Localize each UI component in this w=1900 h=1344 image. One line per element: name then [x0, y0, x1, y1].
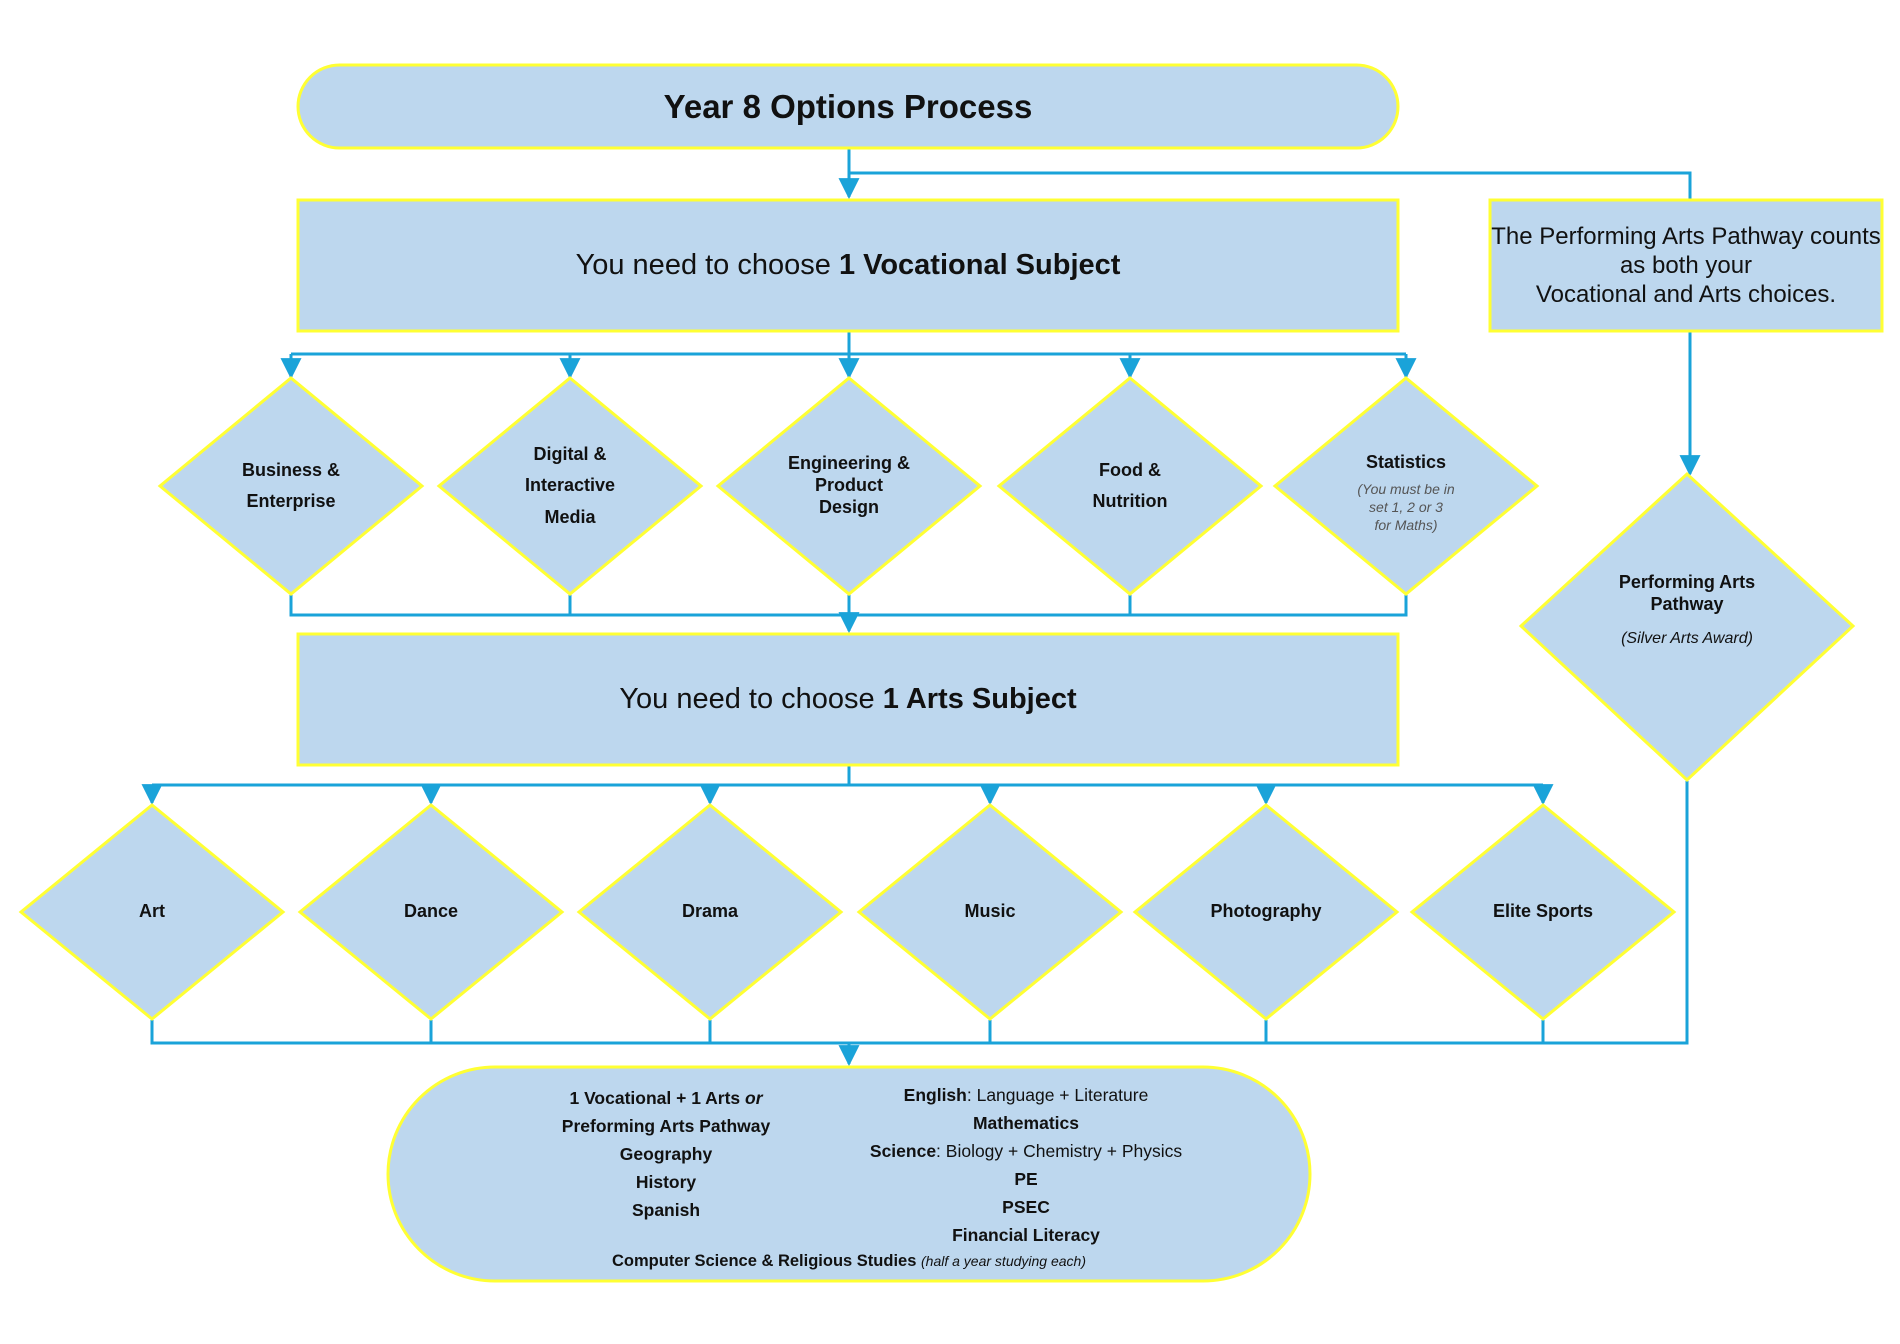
connector-vocational-merge-mid: [568, 595, 1132, 615]
arts-choice-box: You need to choose 1 Arts Subject: [298, 634, 1398, 765]
diamond-engineering: [715, 376, 983, 596]
subject-pe: PE: [1014, 1169, 1038, 1189]
performing-arts-note: The Performing Arts Pathway counts as bo…: [1490, 200, 1882, 331]
option-dance: Dance: [403, 901, 459, 922]
vocational-choice-emphasis: 1 Vocational Subject: [838, 249, 1121, 281]
outcome-line: English: Language + Literature: [904, 1081, 1149, 1109]
subject-maths: Mathematics: [972, 1113, 1079, 1133]
subject-psec: PSEC: [1002, 1197, 1050, 1217]
diamond-dance: [297, 803, 565, 1021]
option-label: Design: [818, 496, 879, 517]
option-label: Statistics: [1365, 452, 1447, 472]
statistics-note-line: (You must be in: [1357, 480, 1455, 497]
outcome-choice-text: 1 Vocational + 1 Arts: [569, 1088, 746, 1108]
outcome-shape: [386, 1065, 1312, 1283]
option-label: Product: [814, 475, 883, 496]
diamond-business: [157, 376, 425, 596]
option-statistics: Statistics (You must be in set 1, 2 or 3…: [1311, 452, 1501, 560]
subject-english-detail: : Language + Literature: [966, 1085, 1149, 1105]
diamond-elite-sports: [1409, 803, 1677, 1021]
performing-arts-pathway-note: (Silver Arts Award): [1621, 629, 1753, 647]
diamond-statistics: [1272, 376, 1540, 596]
arts-choice-prefix: You need to choose: [619, 683, 883, 715]
outcome-footer-subjects: Computer Science & Religious Studies: [612, 1252, 917, 1270]
performing-arts-note-line: The Performing Arts Pathway counts: [1491, 222, 1881, 250]
performing-arts-note-line: as both your: [1619, 251, 1753, 279]
option-food-nutrition: Food & Nutrition: [1035, 432, 1225, 540]
outcome-line: Geography: [619, 1144, 713, 1164]
outcome-right-column: English: Language + Literature Mathemati…: [826, 1081, 1226, 1249]
option-photography: Photography: [1210, 901, 1322, 922]
diamond-drama: [576, 803, 844, 1021]
title-shape: [296, 63, 1400, 150]
option-digital-interactive-media: Digital & Interactive Media: [475, 432, 665, 540]
diamond-performing-arts: [1518, 471, 1856, 783]
vocational-choice-text: You need to choose 1 Vocational Subject: [576, 249, 1121, 282]
vocational-choice-box: You need to choose 1 Vocational Subject: [298, 200, 1398, 331]
option-label: Business &: [241, 459, 341, 480]
connector-title-pathway: [849, 171, 1692, 200]
option-label: Media: [544, 506, 596, 527]
option-elite-sports: Elite Sports: [1492, 901, 1594, 922]
subject-english: English: [903, 1085, 967, 1105]
page-title: Year 8 Options Process: [663, 87, 1033, 125]
option-engineering-product-design: Engineering & Product Design: [754, 432, 944, 540]
option-label: Enterprise: [246, 491, 336, 511]
vocational-choice-prefix: You need to choose: [575, 249, 839, 281]
diamond-art: [18, 803, 286, 1021]
subject-science: Science: [869, 1141, 937, 1161]
diamond-digital: [436, 376, 704, 596]
statistics-note-line: for Maths): [1374, 517, 1438, 534]
outcome-footer-note: (half a year studying each): [921, 1253, 1086, 1269]
vocational-box-shape: [296, 198, 1400, 333]
statistics-note: (You must be in set 1, 2 or 3 for Maths): [1357, 480, 1454, 535]
arts-choice-emphasis: 1 Arts Subject: [882, 683, 1077, 715]
subject-science-detail: : Biology + Chemistry + Physics: [936, 1141, 1183, 1161]
outcome-line: Science: Biology + Chemistry + Physics: [870, 1137, 1182, 1165]
option-music: Music: [964, 901, 1016, 922]
connector-arts-merge-mid: [429, 1020, 1545, 1043]
outcome-line: History: [635, 1172, 697, 1192]
option-label: Interactive: [524, 475, 616, 496]
outcome-left-column: 1 Vocational + 1 Arts or Preforming Arts…: [516, 1084, 816, 1224]
pathway-note-shape: [1488, 198, 1884, 333]
arts-box-shape: [296, 632, 1400, 767]
diamond-music: [856, 803, 1124, 1021]
outcome-or-text: or: [745, 1088, 763, 1108]
option-label: Performing Arts: [1618, 572, 1756, 592]
option-drama: Drama: [681, 901, 739, 922]
option-performing-arts-pathway: Performing Arts Pathway (Silver Arts Awa…: [1577, 572, 1797, 672]
diamond-photography: [1132, 803, 1400, 1021]
option-label: Pathway: [1650, 593, 1724, 614]
diamond-food: [996, 376, 1264, 596]
option-art: Art: [139, 901, 165, 922]
shapes: [18, 63, 1884, 1283]
option-label: Engineering &: [787, 453, 910, 474]
connectors: [141, 148, 1701, 1067]
outcome-line: 1 Vocational + 1 Arts or: [569, 1084, 762, 1112]
connector-arts-merge: [150, 781, 1689, 1045]
outcome-line: Spanish: [631, 1200, 701, 1220]
subject-financial-literacy: Financial Literacy: [952, 1225, 1100, 1245]
option-business-enterprise: Business & Enterprise: [196, 432, 386, 540]
option-label: Food &: [1099, 459, 1161, 480]
outcome-line: Preforming Arts Pathway: [561, 1116, 771, 1136]
option-label: Digital &: [533, 443, 607, 464]
option-label: Nutrition: [1092, 491, 1168, 511]
statistics-note-line: set 1, 2 or 3: [1369, 499, 1443, 516]
outcome-footer: Computer Science & Religious Studies (ha…: [0, 1252, 1698, 1271]
arts-choice-text: You need to choose 1 Arts Subject: [619, 683, 1076, 716]
performing-arts-note-line: Vocational and Arts choices.: [1535, 281, 1837, 309]
